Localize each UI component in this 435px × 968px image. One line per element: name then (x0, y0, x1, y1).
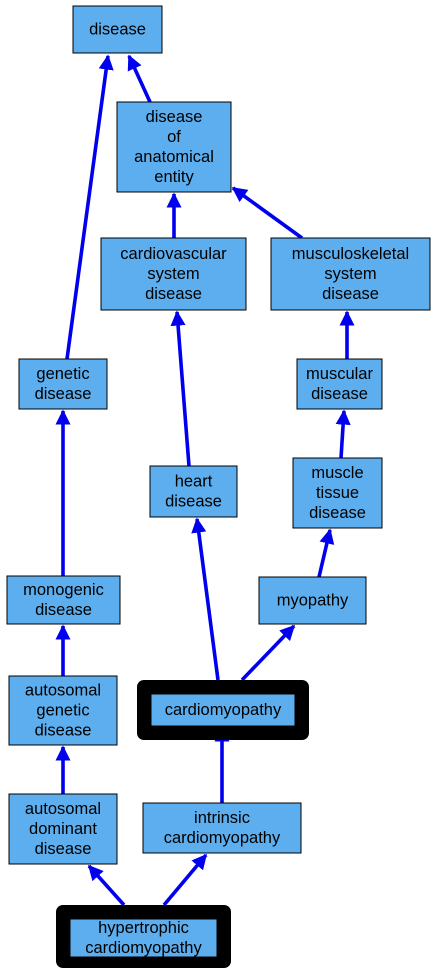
node-box (6, 575, 121, 625)
node-label-line: genetic (36, 702, 89, 720)
node-box (18, 358, 108, 410)
node-label-line: disease (146, 108, 203, 126)
node-label-line: entity (154, 168, 194, 186)
edge-musculoskeletal-system-disease-to-disease-of-anatomical-entity (231, 186, 304, 240)
node-label-line: myopathy (277, 592, 349, 610)
node-label-line: autosomal (25, 682, 101, 700)
node-label-line: disease (35, 722, 92, 740)
node-label-line: cardiomyopathy (85, 939, 202, 957)
node-label-line: anatomical (134, 148, 214, 166)
node-label-line: disease (145, 285, 202, 303)
node-cardiovascular-system-disease[interactable]: cardiovascular system disease (100, 237, 247, 311)
node-box (270, 237, 431, 311)
node-heart-disease[interactable]: heart disease (149, 465, 238, 518)
node-label-line: heart (175, 473, 213, 491)
edge-hypertrophic-cardiomyopathy-to-autosomal-dominant-disease (87, 864, 126, 907)
node-label-line: cardiovascular (120, 245, 227, 263)
node-musculoskeletal-system-disease[interactable]: musculoskeletal system disease (270, 237, 431, 311)
node-genetic-disease[interactable]: genetic disease (18, 358, 108, 410)
node-label-line: disease (311, 385, 368, 403)
node-label-line: muscle (311, 464, 363, 482)
node-label-line: disease (309, 504, 366, 522)
node-disease-of-anatomical-entity[interactable]: disease of anatomical entity (116, 101, 232, 193)
node-label-line: cardiomyopathy (165, 701, 282, 719)
node-label-line: of (167, 128, 181, 146)
node-box (8, 793, 118, 865)
node-box (142, 802, 302, 854)
node-label-line: tissue (316, 484, 359, 502)
node-box (296, 358, 383, 410)
node-label-line: monogenic (23, 581, 104, 599)
node-box (149, 465, 238, 518)
node-label-line: muscular (306, 365, 373, 383)
edge-cardiomyopathy-to-heart-disease (191, 517, 220, 681)
edge-cardiomyopathy-to-myopathy (240, 624, 296, 682)
node-box (100, 237, 247, 311)
node-label-line: cardiomyopathy (164, 829, 281, 847)
node-label-line: musculoskeletal (292, 245, 409, 263)
node-label-line: autosomal (25, 800, 101, 818)
node-autosomal-genetic-disease[interactable]: autosomal genetic disease (8, 675, 118, 746)
node-label-line: genetic (36, 365, 89, 383)
node-label-line: disease (322, 285, 379, 303)
edges-layer (55, 54, 355, 907)
node-box (69, 918, 218, 958)
edge-disease-of-anatomical-entity-to-disease (127, 54, 152, 103)
edge-hypertrophic-cardiomyopathy-to-intrinsic-cardiomyopathy (162, 853, 208, 907)
node-autosomal-dominant-disease[interactable]: autosomal dominant disease (8, 793, 118, 865)
node-muscular-disease[interactable]: muscular disease (296, 358, 383, 410)
node-label-line: disease (35, 840, 92, 858)
node-label-line: system (147, 265, 199, 283)
node-label-line: disease (165, 493, 222, 511)
node-label-line: dominant (29, 820, 97, 838)
edge-heart-disease-to-cardiovascular-system-disease (170, 310, 191, 467)
edge-genetic-disease-to-disease (65, 54, 114, 360)
node-label-line: system (324, 265, 376, 283)
edge-myopathy-to-muscle-tissue-disease (317, 528, 335, 578)
node-box (150, 693, 296, 727)
node-box (8, 675, 118, 746)
node-box (258, 576, 367, 625)
node-hypertrophic-cardiomyopathy[interactable]: hypertrophic cardiomyopathy (56, 905, 231, 968)
node-muscle-tissue-disease[interactable]: muscle tissue disease (292, 457, 383, 529)
node-intrinsic-cardiomyopathy[interactable]: intrinsic cardiomyopathy (142, 802, 302, 854)
node-label-line: disease (35, 601, 92, 619)
edge-muscle-tissue-disease-to-muscular-disease (335, 409, 351, 459)
node-label-line: disease (35, 385, 92, 403)
node-box (292, 457, 383, 529)
node-label-line: intrinsic (194, 809, 250, 827)
node-box (72, 5, 163, 54)
node-myopathy[interactable]: myopathy (258, 576, 367, 625)
node-box (116, 101, 232, 193)
nodes-layer: disease disease of anatomical entity cardiova… (6, 5, 431, 968)
node-disease[interactable]: disease (72, 5, 163, 54)
node-label-line: disease (89, 21, 146, 39)
node-label-line: hypertrophic (98, 919, 189, 937)
node-monogenic-disease[interactable]: monogenic disease (6, 575, 121, 625)
node-cardiomyopathy[interactable]: cardiomyopathy (137, 680, 309, 740)
